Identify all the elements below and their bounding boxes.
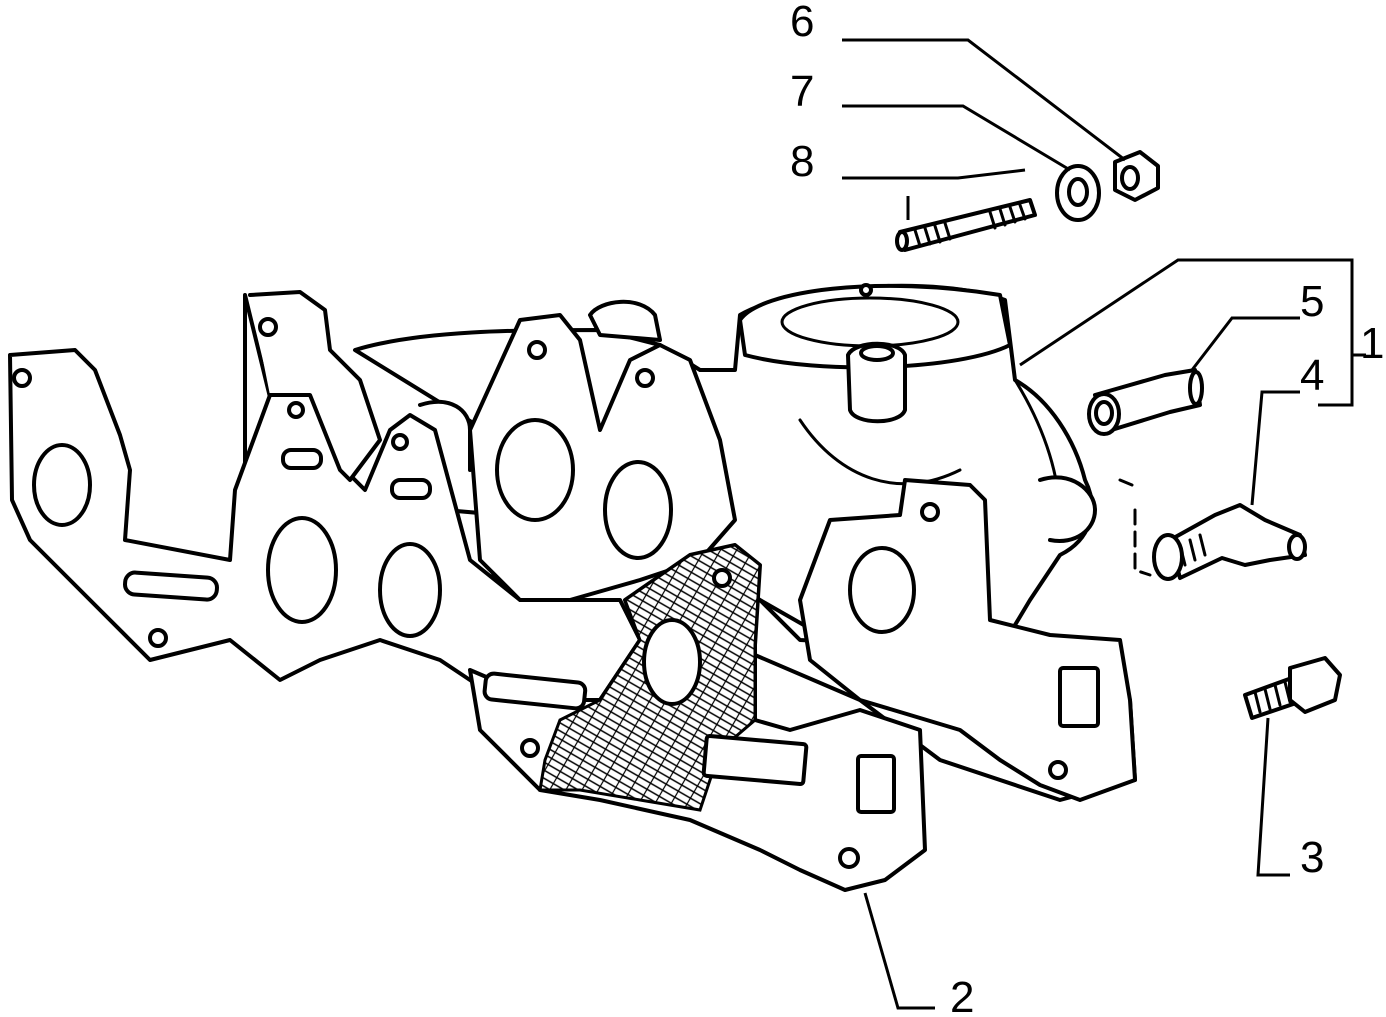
- callout-5: 5: [1300, 277, 1324, 326]
- callout-1: 1: [1360, 319, 1384, 368]
- stud-bolt: [895, 198, 1037, 252]
- callout-labels: 6 7 8 5 1 4 3 2: [790, 0, 1384, 1017]
- hex-nut: [1113, 150, 1160, 202]
- elbow-pipe-union: [1118, 478, 1307, 581]
- leader-5: [1190, 316, 1300, 371]
- leader-7: [842, 104, 1071, 172]
- leader-8: [842, 168, 1026, 180]
- callout-3: 3: [1300, 833, 1324, 882]
- leader-1: [1019, 258, 1354, 407]
- manifold-flange-center: [248, 290, 737, 602]
- leader-2: [863, 892, 935, 1010]
- leader-lines: [842, 38, 1366, 1010]
- callout-6: 6: [790, 0, 814, 46]
- callout-7: 7: [790, 67, 814, 116]
- leader-3: [1256, 717, 1290, 877]
- manifold-flange-right: [798, 478, 1137, 802]
- callout-8: 8: [790, 137, 814, 186]
- callout-4: 4: [1300, 351, 1324, 400]
- callout-2: 2: [950, 973, 974, 1017]
- washer: [1055, 164, 1101, 222]
- screw: [1243, 656, 1342, 720]
- manifold-flange-left: [8, 348, 642, 722]
- manifold-gasket: [468, 543, 927, 892]
- leader-4: [1250, 390, 1300, 506]
- leader-6: [842, 38, 1126, 162]
- straight-pipe-union: [1087, 368, 1204, 436]
